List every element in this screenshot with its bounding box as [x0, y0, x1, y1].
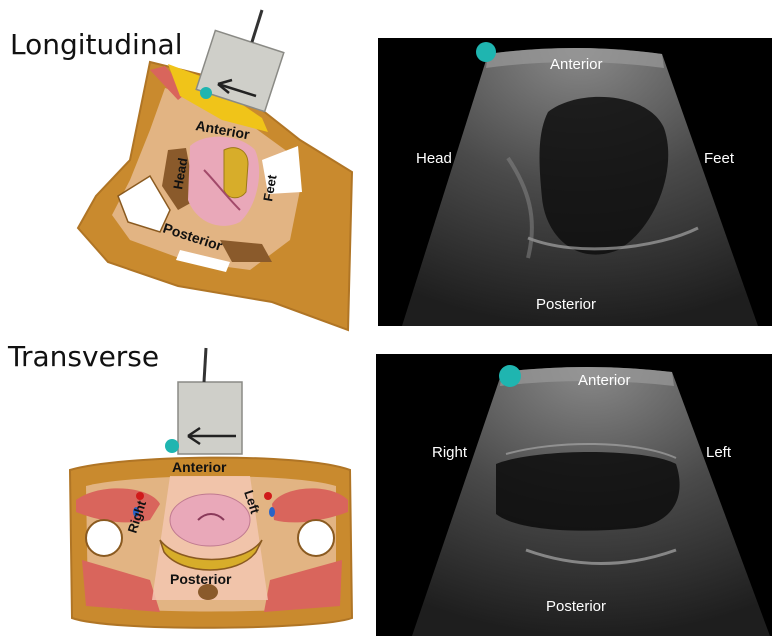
transverse-pelvis-diagram: Anterior Right Left Posterior: [70, 348, 352, 628]
longitudinal-probe-cable: [252, 10, 262, 42]
longitudinal-pelvis-diagram: Anterior Head Feet Posterior: [78, 10, 352, 330]
transverse-right-femoral-head: [86, 520, 122, 556]
longitudinal-ultrasound-marker: [476, 42, 496, 62]
transverse-ultrasound-image: Anterior Right Left Posterior: [376, 354, 772, 636]
transverse-ultrasound-marker: [499, 365, 521, 387]
transverse-orientation-marker: [165, 439, 179, 453]
longitudinal-us-anterior: Anterior: [550, 56, 603, 73]
transverse-uterus: [170, 494, 250, 546]
transverse-us-left: Left: [706, 444, 731, 461]
transverse-us-right: Right: [432, 444, 467, 461]
transverse-left-femoral-head: [298, 520, 334, 556]
longitudinal-us-posterior: Posterior: [536, 296, 596, 313]
longitudinal-orientation-marker: [200, 87, 212, 99]
longitudinal-us-head: Head: [416, 150, 452, 167]
transverse-probe: [178, 382, 242, 454]
transverse-us-anterior: Anterior: [578, 372, 631, 389]
transverse-probe-cable: [204, 348, 206, 382]
transverse-left-vein: [269, 507, 275, 517]
longitudinal-us-feet: Feet: [704, 150, 734, 167]
longitudinal-ultrasound-image: Anterior Head Feet Posterior: [378, 38, 772, 326]
transverse-right-artery: [136, 492, 144, 500]
longitudinal-bladder: [224, 148, 248, 198]
transverse-us-posterior: Posterior: [546, 598, 606, 615]
transverse-marker-layer: [376, 354, 772, 636]
transverse-diagram-anterior: Anterior: [172, 459, 227, 475]
longitudinal-marker-layer: [378, 38, 772, 326]
transverse-left-artery: [264, 492, 272, 500]
transverse-diagram-posterior: Posterior: [170, 571, 232, 587]
